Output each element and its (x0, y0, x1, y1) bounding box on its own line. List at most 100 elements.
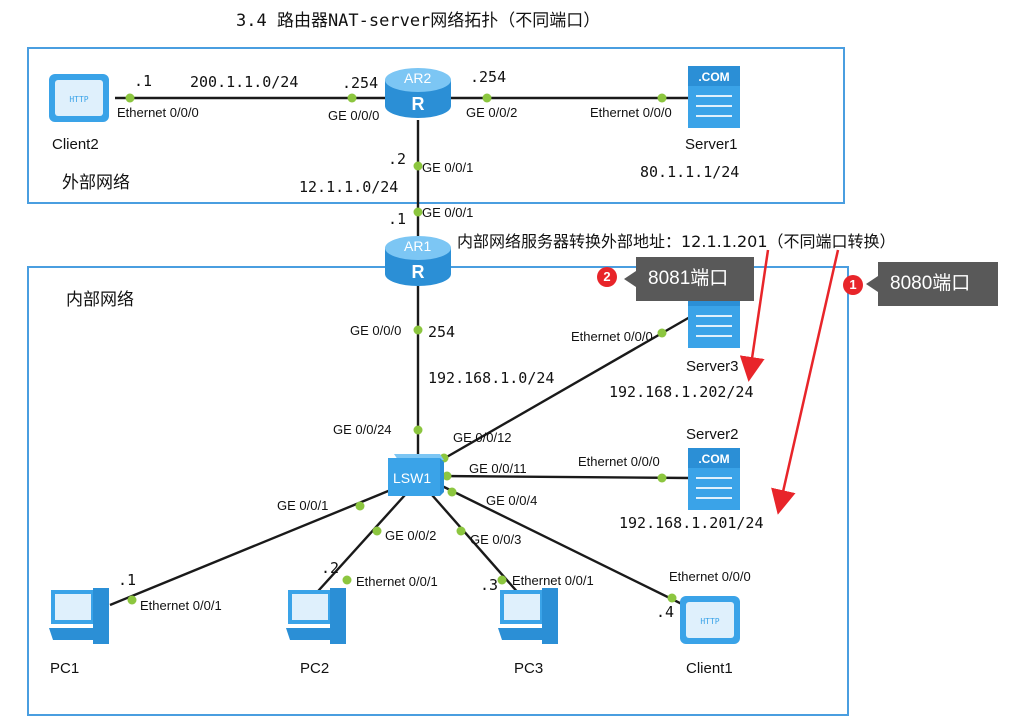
ext-net-label: 200.1.1.0/24 (190, 73, 299, 91)
router-icon: R (385, 236, 451, 286)
server2-port-label: Ethernet 0/0/0 (578, 454, 660, 469)
link-lsw1-pc2 (309, 494, 406, 601)
ar1-g000-port-label: GE 0/0/0 (350, 323, 402, 338)
lsw1-label: LSW1 (393, 470, 432, 486)
ar2-g002-host-label: .254 (470, 68, 507, 86)
callout-8080: 8080端口 (866, 262, 998, 306)
port-dot (497, 575, 507, 585)
link-lsw1-server2 (439, 474, 691, 480)
server1-device[interactable]: .COM (684, 62, 744, 134)
port-dot (347, 93, 357, 103)
port-dot (413, 161, 423, 171)
port-dot (482, 93, 492, 103)
server2-ip-label: 192.168.1.201/24 (619, 514, 764, 532)
lsw1-device[interactable] (384, 446, 448, 506)
port-dot (372, 526, 382, 536)
ar2-g000-host-label: .254 (342, 74, 379, 92)
pc3-label: PC3 (514, 660, 544, 677)
external-zone-label: 外部网络 (62, 173, 130, 193)
svg-text:R: R (412, 94, 425, 114)
svg-text:HTTP: HTTP (700, 617, 719, 626)
server3-port-label: Ethernet 0/0/0 (571, 329, 653, 344)
server3-ip-label: 192.168.1.202/24 (609, 383, 754, 401)
pc2-label: PC2 (300, 660, 330, 677)
pc3-device[interactable] (494, 582, 564, 656)
server2-label: Server2 (686, 426, 739, 443)
svg-text:.COM: .COM (698, 70, 729, 84)
ar1-label: AR1 (404, 238, 432, 254)
port-dot (447, 487, 457, 497)
callout-badge-1: 1 (843, 275, 863, 295)
svg-text:.COM: .COM (698, 452, 729, 466)
pc3-port-label: Ethernet 0/0/1 (512, 573, 594, 588)
link-lsw1-pc1 (109, 485, 399, 607)
port-dot (355, 501, 365, 511)
ar1-g001-port-label: GE 0/0/1 (422, 205, 474, 220)
sw-g002-port-label: GE 0/0/2 (385, 528, 437, 543)
client1-device[interactable]: HTTP (676, 592, 746, 654)
ar2-g000-port-label: GE 0/0/0 (328, 108, 380, 123)
external-network-frame (27, 47, 845, 204)
callout-8081: 8081端口 (624, 257, 754, 301)
pc1-label: PC1 (50, 660, 80, 677)
sw-g024-port-label: GE 0/0/24 (333, 422, 392, 437)
client2-port-label: Ethernet 0/0/0 (117, 105, 199, 120)
wan-net-label: 12.1.1.0/24 (299, 178, 399, 196)
link-lsw1-server3 (437, 315, 691, 464)
sw-g011-port-label: GE 0/0/11 (469, 461, 527, 476)
sw-g003-port-label: GE 0/0/3 (470, 532, 522, 547)
pc1-host-label: .1 (118, 571, 137, 589)
port-dot (657, 93, 667, 103)
http-client-icon: HTTP (680, 596, 740, 644)
ar1-g001-host-label: .1 (388, 210, 407, 228)
server3-label: Server3 (686, 358, 739, 375)
arrow-8081-to-server3 (739, 249, 770, 382)
lan-net-label: 192.168.1.0/24 (428, 369, 555, 387)
sw-g012-port-label: GE 0/0/12 (453, 430, 512, 445)
client1-host-label: .4 (656, 603, 675, 621)
pc-icon (49, 588, 109, 644)
server1-port-label: Ethernet 0/0/0 (590, 105, 672, 120)
client1-label: Client1 (686, 660, 733, 677)
port-dot (442, 471, 452, 481)
port-dot (456, 526, 466, 536)
server2-device[interactable]: .COM (684, 444, 744, 516)
pc2-device[interactable] (282, 582, 352, 656)
pc3-host-label: .3 (480, 576, 499, 594)
ar2-label: AR2 (404, 70, 432, 86)
port-dot (413, 207, 423, 217)
ar2-g002-port-label: GE 0/0/2 (466, 105, 518, 120)
server1-ip-label: 80.1.1.1/24 (640, 163, 740, 181)
port-dot (125, 93, 135, 103)
internal-zone-label: 内部网络 (66, 290, 134, 310)
http-client-icon: HTTP (49, 74, 109, 122)
port-dot (657, 473, 667, 483)
pc1-port-label: Ethernet 0/0/1 (140, 598, 222, 613)
server-icon: .COM (688, 66, 740, 128)
port-dot (413, 425, 423, 435)
ar2-device[interactable]: R (383, 60, 453, 126)
ar2-g001-host-label: .2 (388, 150, 407, 168)
pc2-host-label: .2 (321, 559, 340, 577)
diagram-title: 3.4 路由器NAT-server网络拓扑（不同端口） (236, 11, 601, 31)
client2-label: Client2 (52, 136, 99, 153)
port-dot (413, 325, 423, 335)
pc-icon (498, 588, 558, 644)
callout-badge-2: 2 (597, 267, 617, 287)
link-lsw1-client1 (439, 483, 691, 610)
svg-text:HTTP: HTTP (69, 95, 88, 104)
pc-icon (286, 588, 346, 644)
switch-icon (388, 454, 444, 496)
ar1-device[interactable]: R (383, 228, 453, 294)
pc2-port-label: Ethernet 0/0/1 (356, 574, 438, 589)
pc1-device[interactable] (45, 582, 115, 656)
port-dot (657, 328, 667, 338)
svg-text:R: R (412, 262, 425, 282)
client2-device[interactable]: HTTP (45, 70, 115, 132)
client2-host-label: .1 (134, 72, 153, 90)
server1-label: Server1 (685, 136, 738, 153)
port-dot (667, 593, 677, 603)
port-dot (127, 595, 137, 605)
sw-g001-port-label: GE 0/0/1 (277, 498, 329, 513)
